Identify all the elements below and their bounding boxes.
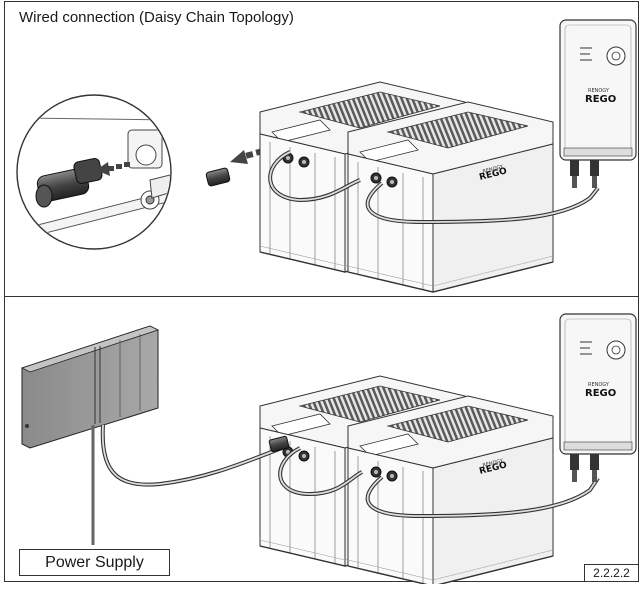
- battery-2: [347, 101, 554, 293]
- figure-number: 2.2.2.2: [584, 564, 639, 582]
- hub-model-label: REGO: [585, 94, 616, 105]
- power-supply-unit: [20, 325, 160, 545]
- diagram-title: Wired connection (Daisy Chain Topology): [19, 9, 294, 26]
- bottom-panel-illustration: RENOGY REGO RENOGY REGO: [20, 313, 637, 587]
- plug-connector: [35, 157, 103, 208]
- power-supply-label: Power Supply: [19, 549, 170, 576]
- outer-frame: [4, 1, 639, 582]
- detached-plug: [205, 167, 231, 187]
- connector-detail-inset: [16, 94, 172, 250]
- hub-brand-small-bottom: RENOGY: [588, 382, 610, 388]
- top-panel-illustration: RENOGY REGO RENOGY REGO: [16, 19, 637, 293]
- unplug-arrow: [96, 162, 130, 176]
- power-supply-cable: [100, 424, 283, 487]
- battery-brand-small: RENOGY: [482, 164, 505, 175]
- hub-model-label-bottom: REGO: [585, 388, 616, 399]
- hub-brand-small: RENOGY: [588, 88, 610, 94]
- power-supply-label-text: Power Supply: [45, 553, 144, 571]
- cable-connector: [268, 435, 290, 453]
- battery-2-bottom: [347, 395, 554, 587]
- battery-brand-small-bottom: RENOGY: [482, 458, 505, 469]
